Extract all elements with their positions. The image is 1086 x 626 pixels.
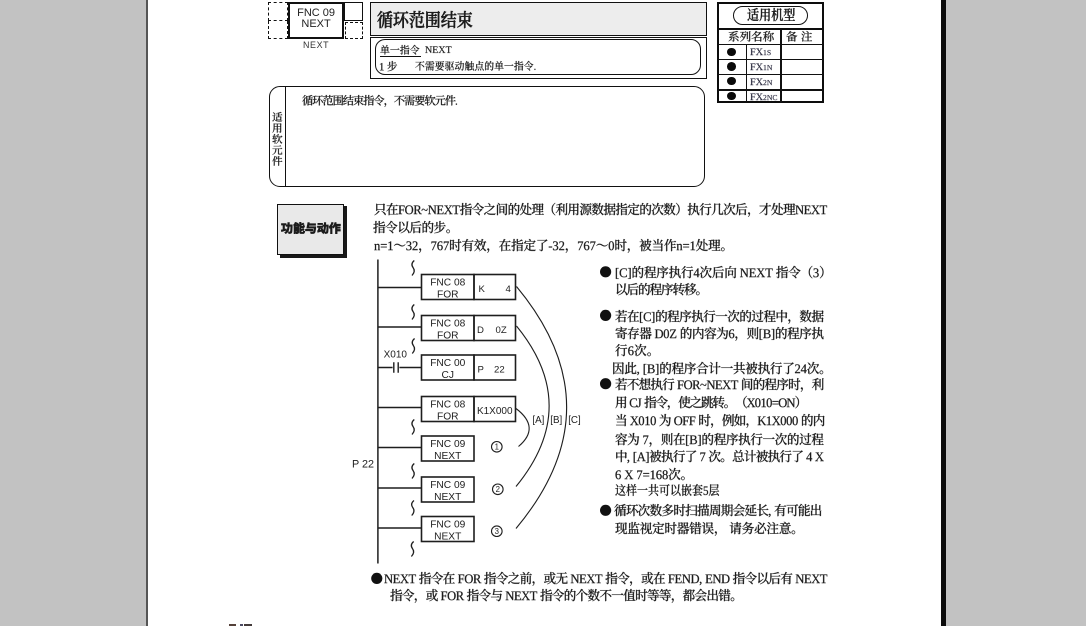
svg-text:P: P xyxy=(478,364,484,375)
svg-text:P 22: P 22 xyxy=(352,459,374,471)
svg-text:FNC 09: FNC 09 xyxy=(430,520,465,531)
svg-text:NEXT: NEXT xyxy=(434,492,461,503)
svg-text:K1X000: K1X000 xyxy=(477,406,513,417)
svg-text:FOR: FOR xyxy=(437,411,459,422)
svg-text:FNC 09: FNC 09 xyxy=(430,439,465,450)
svg-text:[C]: [C] xyxy=(568,415,581,426)
svg-text:[A]: [A] xyxy=(532,415,544,426)
svg-text:3: 3 xyxy=(495,527,499,536)
svg-text:FNC 08: FNC 08 xyxy=(430,319,465,330)
svg-text:0Z: 0Z xyxy=(496,325,507,336)
svg-text:D: D xyxy=(477,325,484,336)
svg-text:FNC 09: FNC 09 xyxy=(430,480,465,491)
svg-text:CJ: CJ xyxy=(442,370,454,381)
svg-text:K: K xyxy=(479,284,486,295)
svg-text:[B]: [B] xyxy=(550,415,562,426)
svg-text:NEXT: NEXT xyxy=(434,531,461,542)
svg-text:FNC 08: FNC 08 xyxy=(430,278,465,289)
svg-text:FNC 08: FNC 08 xyxy=(430,400,465,411)
svg-text:FNC 00: FNC 00 xyxy=(430,358,465,369)
svg-text:NEXT: NEXT xyxy=(434,451,461,462)
svg-text:1: 1 xyxy=(495,443,499,452)
svg-text:22: 22 xyxy=(494,364,505,375)
svg-text:4: 4 xyxy=(506,284,512,295)
svg-text:X010: X010 xyxy=(384,349,408,360)
svg-text:FOR: FOR xyxy=(437,289,459,300)
svg-text:2: 2 xyxy=(496,485,500,494)
svg-text:FOR: FOR xyxy=(437,330,459,341)
